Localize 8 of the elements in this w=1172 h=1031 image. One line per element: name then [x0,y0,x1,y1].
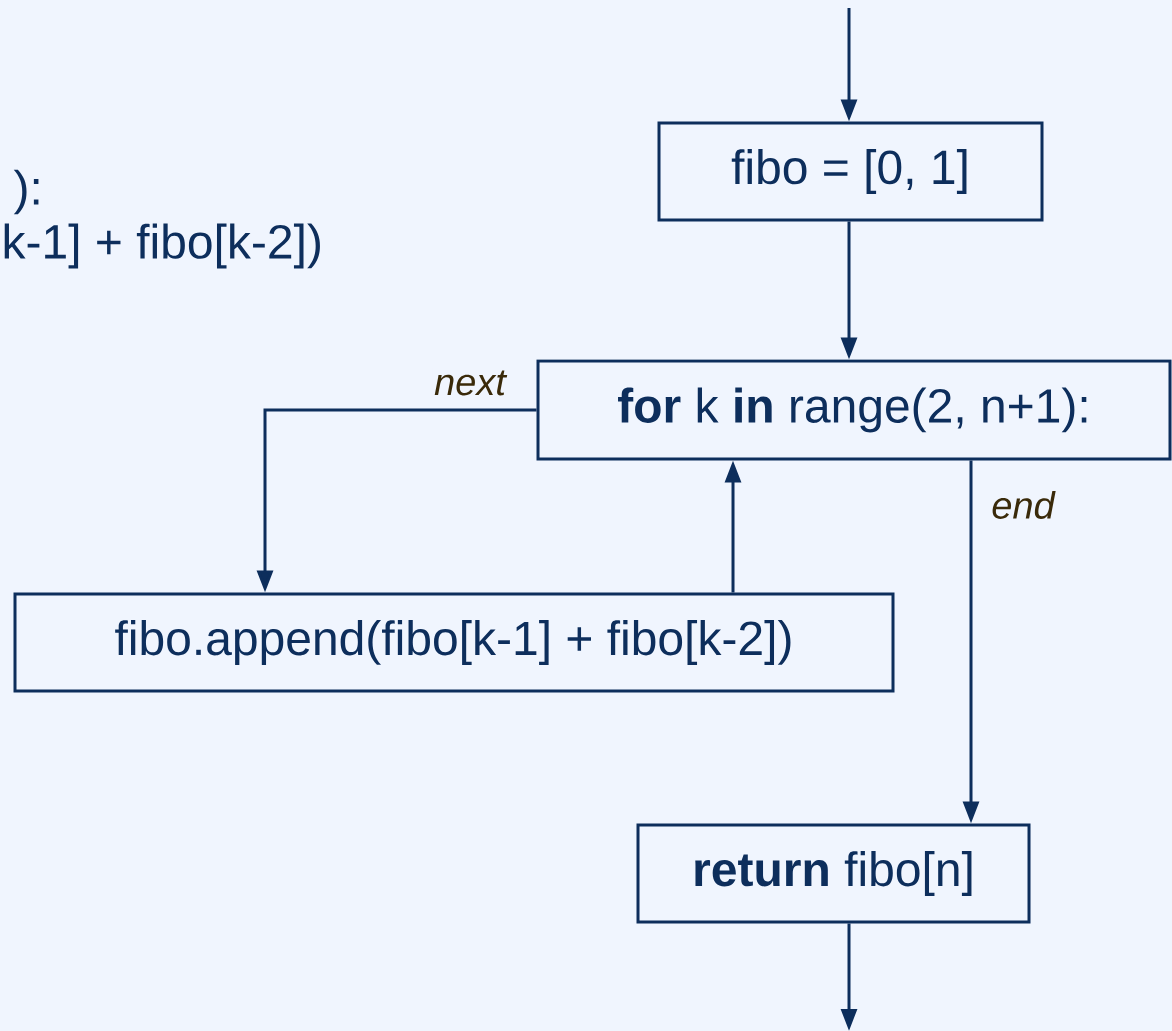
process-box: fibo.append(fibo[k-1] + fibo[k-2]) [13,592,895,693]
code-text: ): [13,169,39,215]
edge-label: next [432,368,508,398]
code-text: k-1] + fibo[k-2]) [4,223,320,269]
process-box: fibo = [0, 1] [657,121,1044,222]
edge-label: end [989,489,1057,521]
process-box: return fibo[n] [636,823,1031,924]
process-box: for k in range(2, n+1): [536,359,1172,461]
